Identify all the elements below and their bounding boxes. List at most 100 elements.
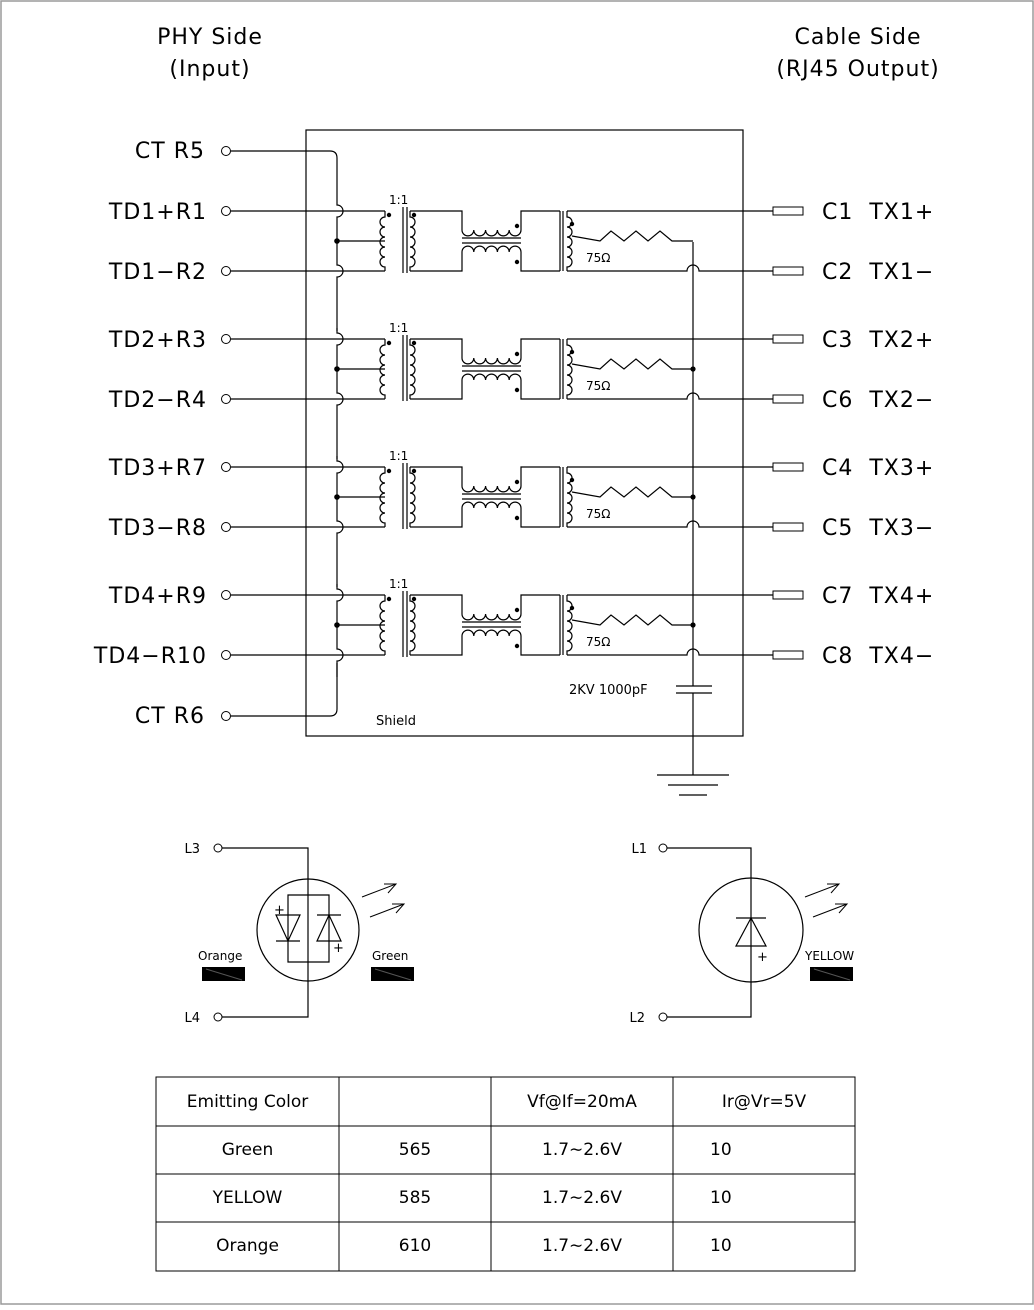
input-pos-pin (221, 590, 231, 600)
resistor-label: 75Ω (586, 635, 610, 649)
output-coil (566, 595, 573, 655)
yellow-label: YELLOW (804, 949, 854, 963)
resistor-label: 75Ω (586, 507, 610, 521)
output-pos-label: C1 TX1+ (822, 200, 934, 225)
ct-r5-pin (221, 146, 231, 156)
turns-ratio-label: 1:1 (389, 449, 408, 463)
secondary-coil (409, 211, 416, 271)
table-row: YELLOW 585 1.7∼2.6V 10 (212, 1188, 732, 1208)
ct-rail (336, 200, 344, 331)
table-cell: 1.7∼2.6V (542, 1236, 622, 1256)
secondary-coil (409, 595, 416, 655)
output-neg-pin (772, 394, 804, 404)
input-neg-label: TD2−R4 (108, 388, 207, 413)
resistor (571, 358, 693, 370)
green-diode-symbol (316, 913, 342, 942)
led-left: L3 L4 + + Orange Green (184, 842, 414, 1026)
table-cell: 585 (399, 1188, 431, 1208)
led-right: L1 L2 + YELLOW (629, 842, 854, 1026)
table-cell: 1.7∼2.6V (542, 1140, 622, 1160)
primary-coil (379, 467, 386, 527)
output-neg-pin (772, 650, 804, 660)
yellow-diode-symbol (734, 916, 768, 947)
output-coil (566, 467, 573, 527)
input-pos-label: TD3+R7 (108, 456, 207, 481)
green-swatch (371, 967, 414, 981)
input-neg-label: TD3−R8 (108, 516, 207, 541)
resistor (571, 230, 693, 242)
led-l3-pin (213, 843, 223, 853)
table-cell: Emitting Color (187, 1092, 308, 1112)
output-coil (566, 211, 573, 271)
output-neg-pin (772, 522, 804, 532)
output-pos-pin (772, 462, 804, 472)
choke-bottom-coil (461, 629, 522, 637)
ct-r6-pin (221, 711, 231, 721)
capacitor-label: 2KV 1000pF (569, 683, 648, 698)
led-l3-pin-label: L3 (184, 842, 200, 857)
resistor-label: 75Ω (586, 379, 610, 393)
ct-rail (336, 328, 344, 459)
phy-side-title: PHY Side (157, 25, 263, 50)
output-coil (566, 339, 573, 399)
primary-coil (379, 595, 386, 655)
choke-top-coil (461, 229, 522, 237)
yellow-plus-mark: + (757, 950, 768, 965)
ct-r6-label: CT R6 (135, 704, 205, 729)
table-cell: Ir@Vr=5V (722, 1092, 807, 1112)
cable-side-subtitle: (RJ45 Output) (776, 57, 939, 82)
orange-swatch (202, 967, 245, 981)
shield-label: Shield (376, 714, 416, 729)
table-cell: 610 (399, 1236, 431, 1256)
led-l4-pin-label: L4 (184, 1011, 200, 1026)
output-pos-label: C3 TX2+ (822, 328, 934, 353)
output-pos-label: C7 TX4+ (822, 584, 934, 609)
led-l4-pin (213, 1012, 223, 1022)
led-l1-pin (658, 843, 668, 853)
choke-bottom-coil (461, 501, 522, 509)
turns-ratio-label: 1:1 (389, 193, 408, 207)
table-cell: YELLOW (212, 1188, 283, 1208)
ct-rail (336, 456, 344, 587)
table-cell: 10 (710, 1236, 732, 1256)
green-plus-mark: + (333, 941, 344, 956)
ct-rail (336, 584, 344, 677)
output-neg-label: C5 TX3− (822, 516, 934, 541)
output-pos-pin (772, 206, 804, 216)
resistor-label: 75Ω (586, 251, 610, 265)
output-neg-pin (772, 266, 804, 276)
input-pos-label: TD4+R9 (108, 584, 207, 609)
output-neg-label: C8 TX4− (822, 644, 934, 669)
led-l2-pin-label: L2 (629, 1011, 645, 1026)
input-neg-label: TD1−R2 (108, 260, 207, 285)
table-cell: Orange (216, 1236, 279, 1256)
choke-top-coil (461, 357, 522, 365)
shield-box (305, 129, 744, 737)
led-right-body (698, 877, 804, 983)
output-neg-label: C6 TX2− (822, 388, 934, 413)
output-pos-pin (772, 334, 804, 344)
secondary-coil (409, 467, 416, 527)
turns-ratio-label: 1:1 (389, 321, 408, 335)
resistor (571, 614, 693, 626)
table-cell: Green (222, 1140, 273, 1160)
ct-r5-label: CT R5 (135, 139, 205, 164)
output-pos-label: C4 TX3+ (822, 456, 934, 481)
table-cell: 10 (710, 1188, 732, 1208)
orange-diode-symbol (275, 914, 301, 943)
table-cell: 565 (399, 1140, 431, 1160)
table-cell: 1.7∼2.6V (542, 1188, 622, 1208)
input-neg-pin (221, 522, 231, 532)
choke-bottom-coil (461, 245, 522, 253)
input-neg-pin (221, 650, 231, 660)
input-neg-label: TD4−R10 (93, 644, 207, 669)
cable-side-title: Cable Side (794, 25, 921, 50)
